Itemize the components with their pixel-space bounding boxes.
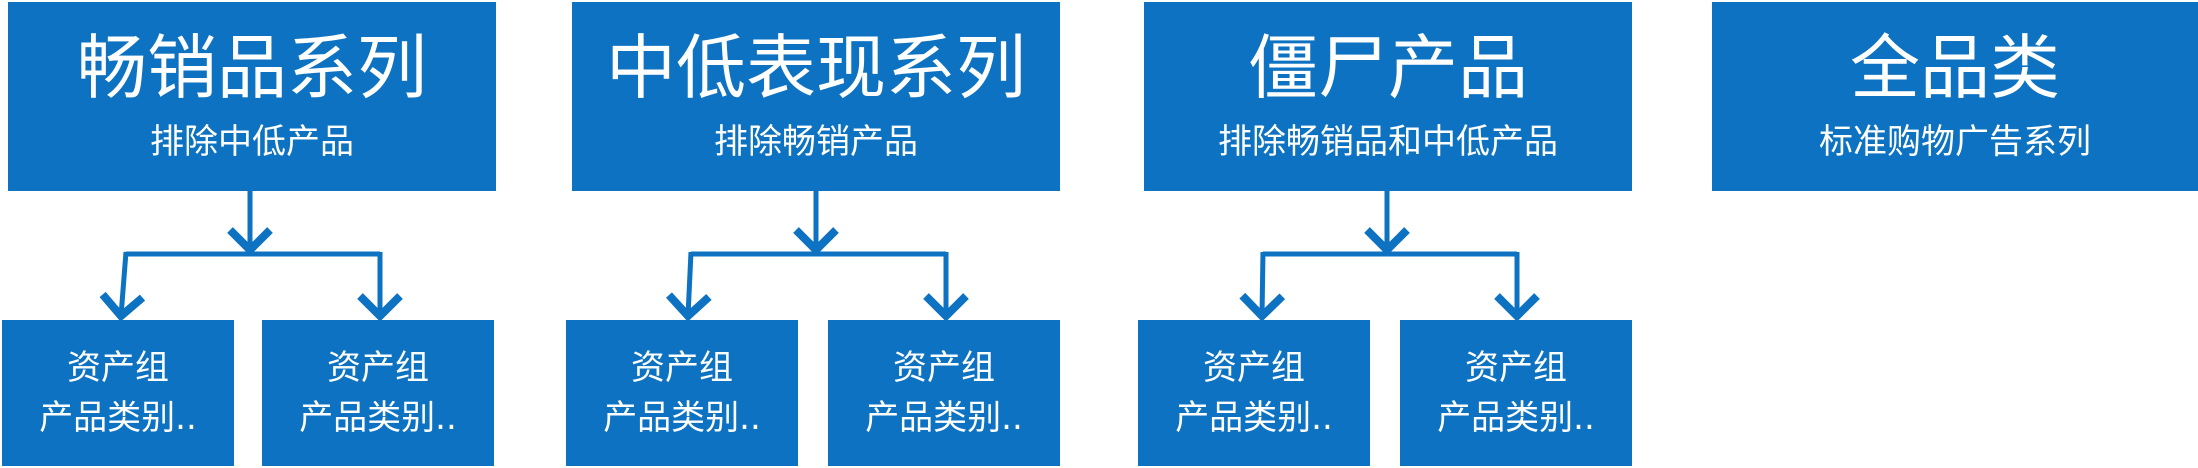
child-line1: 资产组 bbox=[631, 348, 733, 388]
group-3-subtitle: 排除畅销品和中低产品 bbox=[1218, 122, 1558, 162]
group-2-child-1: 资产组 产品类别.. bbox=[566, 320, 798, 466]
group-3-title: 僵尸产品 bbox=[1248, 27, 1528, 109]
group-2-title: 中低表现系列 bbox=[606, 27, 1026, 109]
child-line1: 资产组 bbox=[1465, 348, 1567, 388]
group-1-child-1: 资产组 产品类别.. bbox=[2, 320, 234, 466]
group-3-child-1: 资产组 产品类别.. bbox=[1138, 320, 1370, 466]
group-1-header-box: 畅销品系列 排除中低产品 bbox=[8, 2, 496, 191]
group-3-child-2: 资产组 产品类别.. bbox=[1400, 320, 1632, 466]
group-2-header-box: 中低表现系列 排除畅销产品 bbox=[572, 2, 1060, 191]
group-4-title: 全品类 bbox=[1850, 27, 2060, 109]
group-2-subtitle: 排除畅销产品 bbox=[714, 122, 918, 162]
group-4-header-box: 全品类 标准购物广告系列 bbox=[1712, 2, 2198, 191]
group-4-subtitle: 标准购物广告系列 bbox=[1819, 122, 2091, 162]
child-line2: 产品类别.. bbox=[39, 398, 197, 438]
connector-group-1 bbox=[99, 191, 403, 322]
child-line2: 产品类别.. bbox=[603, 398, 761, 438]
group-2-child-2: 资产组 产品类别.. bbox=[828, 320, 1060, 466]
group-1-title: 畅销品系列 bbox=[77, 27, 427, 109]
child-line1: 资产组 bbox=[893, 348, 995, 388]
group-1-subtitle: 排除中低产品 bbox=[150, 122, 354, 162]
connector-group-3 bbox=[1239, 191, 1540, 322]
group-3-header-box: 僵尸产品 排除畅销品和中低产品 bbox=[1144, 2, 1632, 191]
child-line2: 产品类别.. bbox=[1175, 398, 1333, 438]
child-line2: 产品类别.. bbox=[1437, 398, 1595, 438]
child-line2: 产品类别.. bbox=[865, 398, 1023, 438]
group-1-child-2: 资产组 产品类别.. bbox=[262, 320, 494, 466]
connector-group-2 bbox=[666, 191, 969, 322]
child-line1: 资产组 bbox=[1203, 348, 1305, 388]
child-line1: 资产组 bbox=[327, 348, 429, 388]
child-line1: 资产组 bbox=[67, 348, 169, 388]
child-line2: 产品类别.. bbox=[299, 398, 457, 438]
